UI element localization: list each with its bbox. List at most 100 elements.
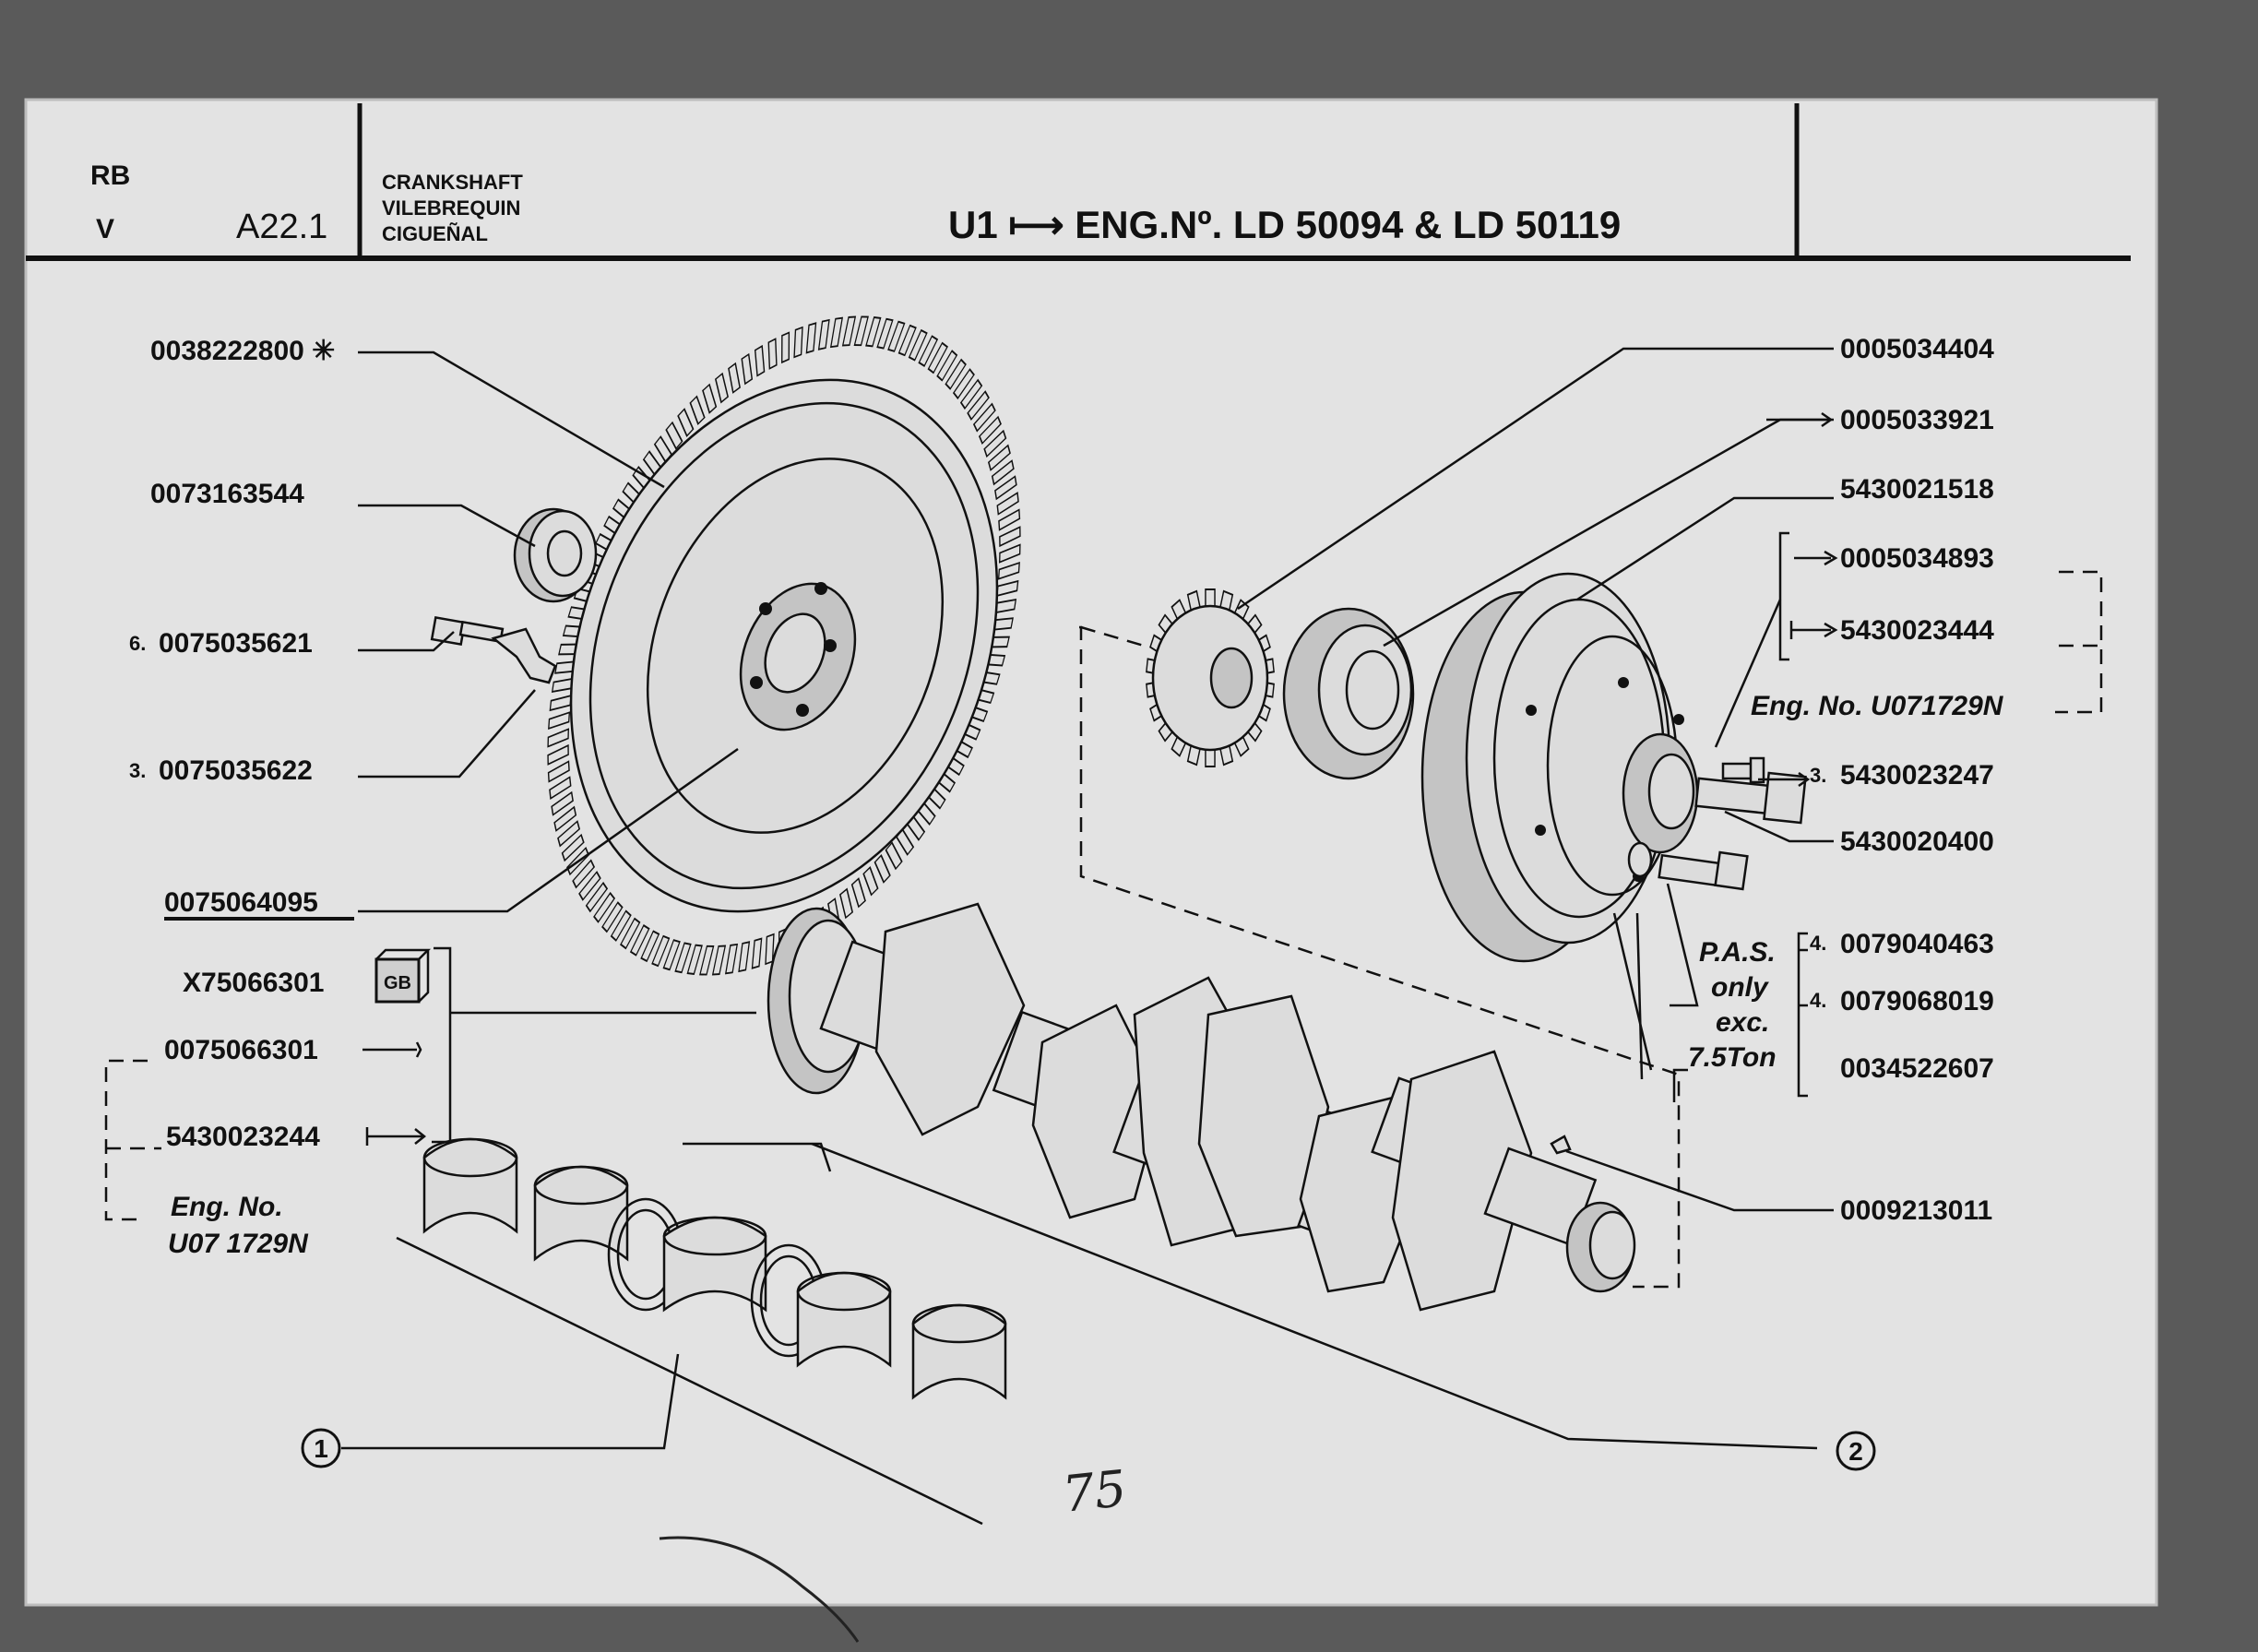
gear-tooth xyxy=(557,820,581,848)
gear-tooth xyxy=(839,887,854,920)
part-number: 0075066301 xyxy=(164,1035,318,1065)
part-number: 5430023247 xyxy=(1840,760,1994,790)
engine-number-bracket-right xyxy=(2055,570,2103,714)
gear-tooth xyxy=(805,322,817,354)
gear-tooth xyxy=(561,833,585,862)
gear-tooth xyxy=(572,859,596,889)
gear-tooth xyxy=(551,790,574,816)
gear-tooth xyxy=(998,508,1021,531)
gear-tooth xyxy=(751,937,763,969)
gear-tooth xyxy=(754,344,766,377)
right-part-labels: 0005034404 0005033921 5430021518 0005034… xyxy=(1810,334,1994,1226)
gear-tooth xyxy=(998,543,1021,564)
gear-tooth xyxy=(967,390,990,421)
right-note: Eng. No. U071729N xyxy=(1751,691,2004,721)
part-number: 0073163544 xyxy=(150,479,304,509)
series-b: V xyxy=(96,214,114,244)
pas-note-line1: P.A.S. xyxy=(1699,937,1776,968)
pas-note-line2: only xyxy=(1711,972,1769,1003)
part-number: X75066301 xyxy=(183,968,325,998)
gear-tooth xyxy=(553,805,577,832)
gear-tooth xyxy=(887,320,906,352)
part-number: 0079068019 xyxy=(1840,986,1994,1016)
oil-seal xyxy=(1282,607,1415,780)
gear-tooth xyxy=(677,408,695,437)
gear-tooth xyxy=(674,942,692,974)
gear-tooth xyxy=(651,934,671,968)
main-bearing-shells xyxy=(422,1137,1007,1400)
gear-tooth xyxy=(972,402,996,433)
gear-tooth xyxy=(983,429,1007,458)
gear-tooth xyxy=(876,317,894,350)
callout-2: 2 xyxy=(1836,1431,1876,1471)
timing-gear xyxy=(1146,588,1275,767)
quantity: 3. xyxy=(129,759,146,782)
part-number: 0075035622 xyxy=(159,755,313,786)
gear-tooth xyxy=(945,358,967,390)
gear-tooth xyxy=(585,881,609,913)
gear-tooth xyxy=(724,943,739,975)
pas-bolt xyxy=(1627,841,1749,891)
gear-tooth xyxy=(547,728,570,748)
part-number: 0079040463 xyxy=(1840,929,1994,959)
gear-tooth xyxy=(578,871,601,901)
svg-text:2: 2 xyxy=(1848,1437,1863,1466)
left-note-line1: Eng. No. xyxy=(171,1192,283,1222)
gear-tooth xyxy=(865,316,882,348)
gear-tooth xyxy=(829,316,844,349)
pas-note: P.A.S. only exc. 7.5Ton xyxy=(1688,937,1777,1073)
gear-tooth xyxy=(547,760,570,783)
lock-plate xyxy=(491,627,557,684)
part-number: 0038222800 ✳ xyxy=(150,336,335,366)
pulley-bolt xyxy=(1694,771,1807,825)
gear-tooth xyxy=(738,941,751,973)
quantity: 4. xyxy=(1810,932,1826,955)
gear-tooth xyxy=(999,526,1021,548)
left-part-labels: 0038222800 ✳ 0073163544 6. 0075035621 3.… xyxy=(129,336,354,1152)
gear-tooth xyxy=(817,318,830,351)
gear-tooth xyxy=(662,939,681,971)
left-note-line2: U07 1729N xyxy=(168,1229,309,1259)
gear-tooth xyxy=(853,315,869,347)
part-number: 0034522607 xyxy=(1840,1053,1994,1084)
leader-lines xyxy=(341,347,1838,1526)
gear-tooth xyxy=(936,350,958,382)
gear-tooth xyxy=(781,331,790,364)
gear-tooth xyxy=(702,383,718,414)
gear-tooth xyxy=(711,945,727,976)
gear-tooth xyxy=(908,328,928,362)
gear-tooth xyxy=(873,854,891,884)
part-name-fr: VILEBREQUIN xyxy=(382,196,520,220)
gear-tooth xyxy=(640,930,660,963)
crankshaft xyxy=(767,902,1636,1312)
gear-tooth xyxy=(593,891,616,923)
catalog-sheet xyxy=(24,98,2158,1607)
gear-tooth xyxy=(665,421,683,450)
gear-tooth xyxy=(714,372,729,404)
svg-text:1: 1 xyxy=(314,1434,328,1463)
part-number-underlined: 0075064095 xyxy=(164,887,318,918)
gear-tooth xyxy=(885,841,903,871)
gear-tooth xyxy=(952,368,975,400)
pilot-bearing xyxy=(513,507,598,603)
gear-tooth xyxy=(548,711,571,731)
header-frame xyxy=(26,103,2131,261)
gear-tooth xyxy=(793,326,803,359)
gear-tooth xyxy=(959,378,983,410)
gear-tooth xyxy=(997,561,1020,580)
gear-tooth xyxy=(699,945,715,976)
gear-tooth xyxy=(918,335,939,368)
callout-1: 1 xyxy=(301,1428,341,1468)
handwritten-page-number: 75 xyxy=(1060,1459,1129,1524)
quantity: 4. xyxy=(1810,989,1826,1012)
pulley-screw-small xyxy=(1721,756,1765,784)
quantity: 3. xyxy=(1810,764,1826,787)
gb-badge-label: GB xyxy=(384,973,411,993)
gear-tooth xyxy=(897,324,917,357)
gear-tooth xyxy=(610,909,632,942)
flywheel-ring-gear xyxy=(547,315,1021,976)
gear-tooth xyxy=(978,415,1002,446)
gear-tooth xyxy=(620,917,641,950)
gear-tooth xyxy=(741,352,754,386)
